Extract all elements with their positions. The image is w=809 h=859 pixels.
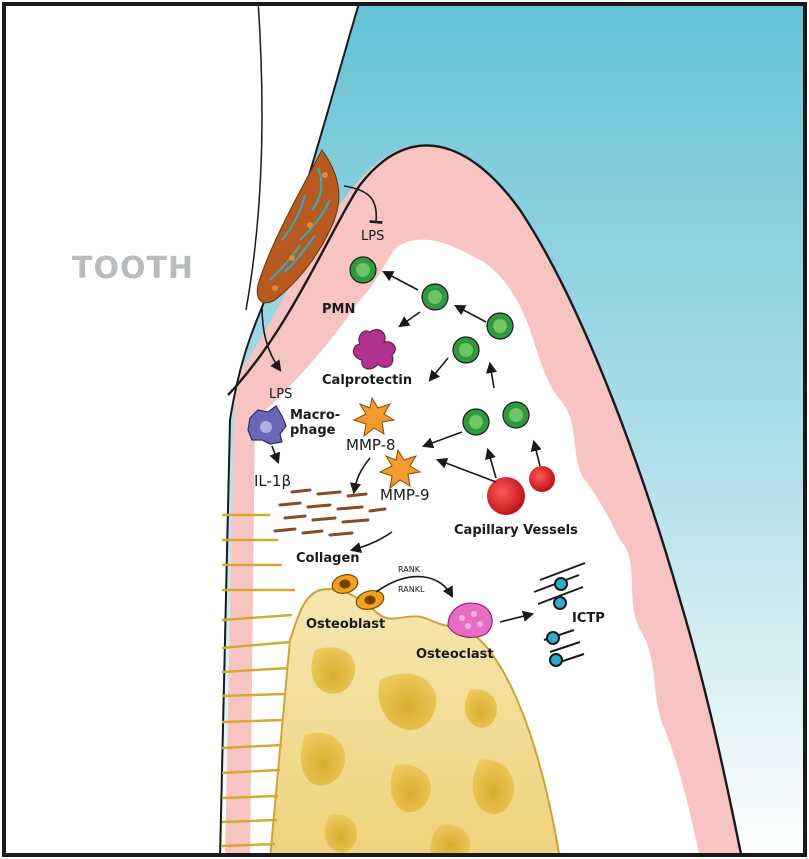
label-capillary-vessels: Capillary Vessels [454, 523, 578, 538]
label-osteoblast: Osteoblast [306, 617, 385, 632]
macrophage-nucleus [260, 421, 272, 433]
label-rank: RANK [398, 565, 421, 574]
pmn-cell [487, 313, 513, 339]
pmn-cell [503, 402, 529, 428]
label-tooth: TOOTH [72, 251, 194, 286]
label-lps-top: LPS [361, 229, 384, 244]
label-macrophage-line1: Macro- [290, 408, 340, 423]
pmn-cell [453, 337, 479, 363]
label-calprotectin: Calprotectin [322, 373, 412, 388]
capillary-vessel-large [487, 477, 525, 515]
pmn-cell [463, 409, 489, 435]
label-osteoclast: Osteoclast [416, 647, 494, 662]
label-lps-left: LPS [269, 387, 292, 402]
label-ictp: ICTP [572, 611, 605, 626]
label-collagen: Collagen [296, 551, 360, 566]
label-rankl: RANKL [398, 585, 425, 594]
label-il1b: IL-1β [254, 472, 291, 490]
label-macrophage-line2: phage [290, 423, 336, 438]
label-mmp8: MMP-8 [346, 436, 396, 454]
capillary-vessel-small [529, 466, 555, 492]
label-pmn: PMN [322, 302, 355, 317]
pmn-cell [422, 284, 448, 310]
label-mmp9: MMP-9 [380, 486, 430, 504]
pmn-cell [350, 257, 376, 283]
